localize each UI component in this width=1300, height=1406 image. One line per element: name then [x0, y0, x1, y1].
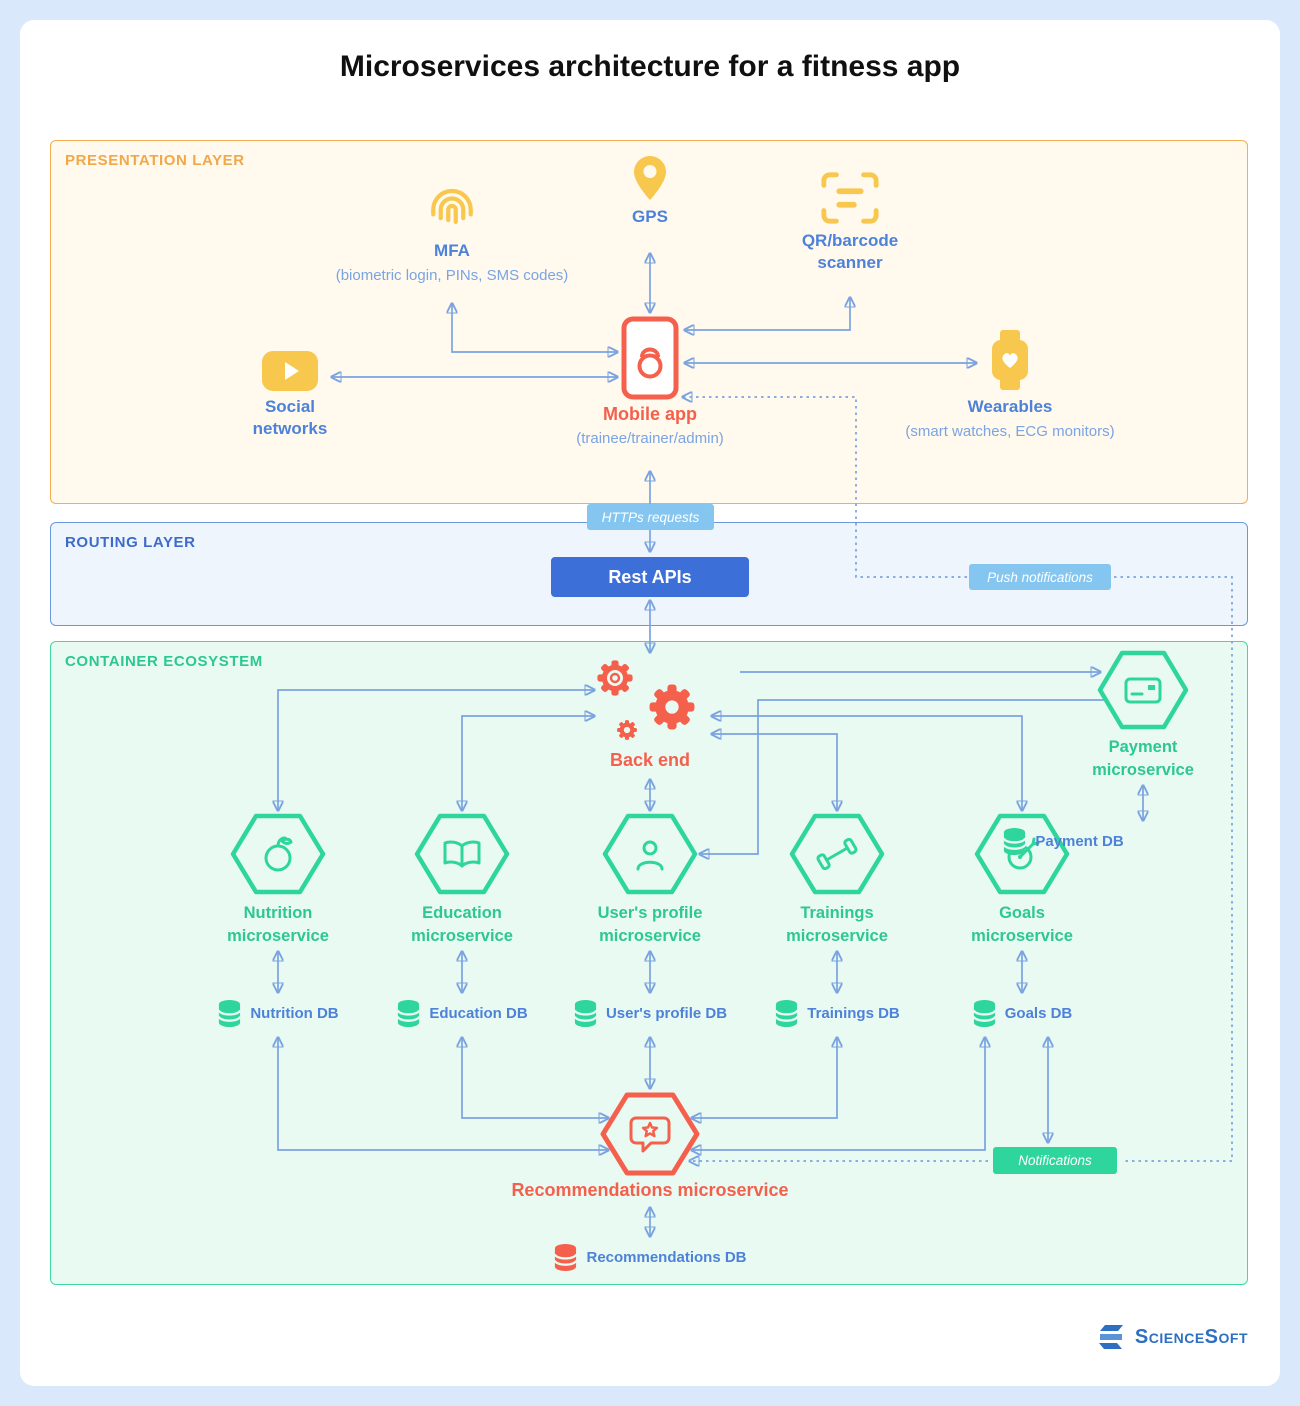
mfa-label: MFA [434, 241, 470, 260]
database-icon [1003, 828, 1027, 855]
trainings-hexagon [789, 813, 885, 895]
trainings-microservice-node: Trainings microservice [747, 812, 927, 948]
wearables-sublabel: (smart watches, ECG monitors) [905, 423, 1115, 441]
mfa-node: MFA (biometric login, PINs, SMS codes) [297, 176, 607, 286]
qr-scanner-icon [821, 172, 879, 224]
education-hexagon [414, 813, 510, 895]
recommendations-db-label: Recommendations DB [586, 1249, 747, 1266]
profile-microservice-node: User's profile microservice [560, 812, 740, 948]
goals-db: Goals DB [927, 998, 1117, 1029]
wearables-node: Wearables (smart watches, ECG monitors) [885, 328, 1135, 442]
recommendations-hexagon [600, 1092, 700, 1176]
database-icon [218, 1000, 242, 1027]
recommendations-db: Recommendations DB [520, 1242, 780, 1273]
backend-label: Back end [609, 750, 691, 770]
sciencesoft-logo-icon [1098, 1325, 1123, 1349]
backend-node: Back end [585, 650, 715, 771]
trainings-microservice-label: Trainings microservice [786, 904, 888, 945]
social-networks-node: Social networks [215, 350, 365, 440]
database-icon [775, 1000, 799, 1027]
play-icon [262, 351, 318, 391]
fingerprint-icon [431, 188, 473, 225]
gps-node: GPS [590, 154, 710, 228]
user-icon [636, 840, 664, 871]
qr-scanner-node: QR/barcode scanner [760, 170, 940, 274]
nutrition-db: Nutrition DB [183, 998, 373, 1029]
smartwatch-icon [992, 330, 1028, 390]
payment-db: Payment DB [968, 826, 1158, 857]
education-microservice-label: Education microservice [411, 904, 513, 945]
nutrition-microservice-node: Nutrition microservice [188, 812, 368, 948]
profile-hexagon [602, 813, 698, 895]
payment-microservice-label: Payment microservice [1092, 738, 1194, 779]
book-icon [443, 840, 481, 868]
database-icon [397, 1000, 421, 1027]
profile-db: User's profile DB [555, 998, 745, 1029]
presentation-layer-label: PRESENTATION LAYER [65, 152, 245, 169]
profile-db-label: User's profile DB [605, 1005, 728, 1022]
gps-pin-icon [634, 156, 666, 200]
brand-footer: ScienceSoft [1096, 1322, 1248, 1352]
payment-microservice-node: Payment microservice [1063, 650, 1223, 782]
database-icon [554, 1244, 578, 1271]
https-requests-badge: HTTPs requests [587, 504, 714, 530]
chat-star-icon [629, 1116, 671, 1153]
payment-db-label: Payment DB [1035, 833, 1124, 850]
recommendations-microservice-label: Recommendations microservice [511, 1180, 789, 1200]
nutrition-microservice-label: Nutrition microservice [227, 904, 329, 945]
payment-hexagon [1097, 650, 1189, 730]
profile-microservice-label: User's profile microservice [597, 904, 703, 945]
education-db: Education DB [367, 998, 557, 1029]
nutrition-hexagon [230, 813, 326, 895]
brand-name: ScienceSoft [1134, 1325, 1248, 1348]
goals-db-label: Goals DB [1004, 1005, 1073, 1022]
qr-scanner-label: QR/barcode scanner [801, 231, 899, 273]
trainings-db-label: Trainings DB [807, 1005, 900, 1022]
gears-icon [597, 660, 695, 740]
education-microservice-node: Education microservice [372, 812, 552, 948]
database-icon [573, 1000, 598, 1027]
mfa-sublabel: (biometric login, PINs, SMS codes) [335, 267, 569, 285]
container-ecosystem-label: CONTAINER ECOSYSTEM [65, 653, 263, 670]
database-icon [972, 1000, 996, 1027]
notifications-badge: Notifications [993, 1147, 1117, 1174]
recommendations-microservice-node: Recommendations microservice [500, 1090, 800, 1201]
trainings-db: Trainings DB [742, 998, 932, 1029]
social-networks-label: Social networks [252, 397, 328, 439]
education-db-label: Education DB [429, 1005, 528, 1022]
diagram-title: Microservices architecture for a fitness… [339, 50, 961, 83]
goals-microservice-label: Goals microservice [971, 904, 1073, 945]
mobile-phone-icon [621, 316, 679, 400]
apple-icon [264, 836, 293, 872]
rest-apis-box: Rest APIs [551, 557, 749, 597]
mobile-app-label: Mobile app [603, 404, 697, 424]
routing-layer-label: ROUTING LAYER [65, 534, 196, 551]
mobile-app-node: Mobile app (trainee/trainer/admin) [560, 316, 740, 449]
wearables-label: Wearables [967, 397, 1053, 416]
push-notifications-badge: Push notifications [969, 564, 1111, 590]
nutrition-db-label: Nutrition DB [250, 1005, 339, 1022]
gps-label: GPS [632, 207, 668, 226]
mobile-app-sublabel: (trainee/trainer/admin) [576, 430, 724, 447]
